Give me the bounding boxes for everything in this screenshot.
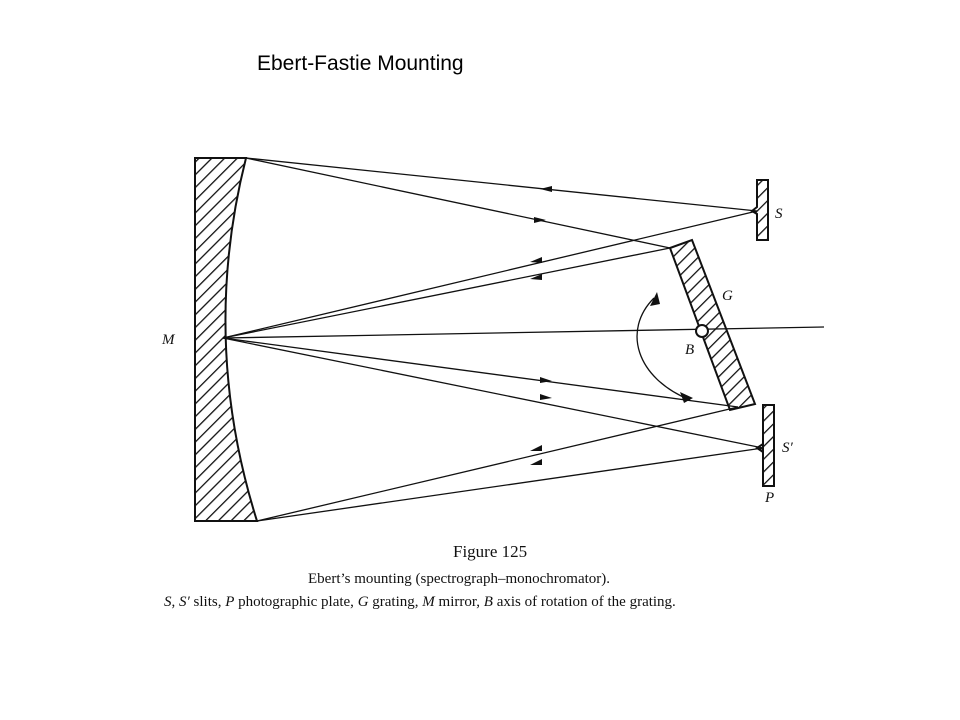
light-rays [222,157,825,522]
label-grating: G [722,288,733,304]
label-exit-slit: S′ [782,440,794,456]
ray-arrowheads [530,186,552,465]
label-entrance-slit: S [775,206,783,222]
page-title: Ebert-Fastie Mounting [257,52,464,75]
label-rotation-axis: B [685,342,694,358]
label-mirror: M [161,332,176,348]
diffraction-grating [668,238,757,412]
concave-mirror [194,157,259,522]
figure-number: Figure 125 [453,542,527,561]
rotation-axis-point [695,324,709,338]
figure-caption-line2: S, S′ slits, P photographic plate, G gra… [164,594,676,610]
figure-caption-line1: Ebert’s mounting (spectrograph–monochrom… [308,571,610,587]
label-plate: P [764,490,774,506]
rotation-arrow [636,292,693,403]
exit-slit [755,404,775,487]
entrance-slit [750,179,769,241]
